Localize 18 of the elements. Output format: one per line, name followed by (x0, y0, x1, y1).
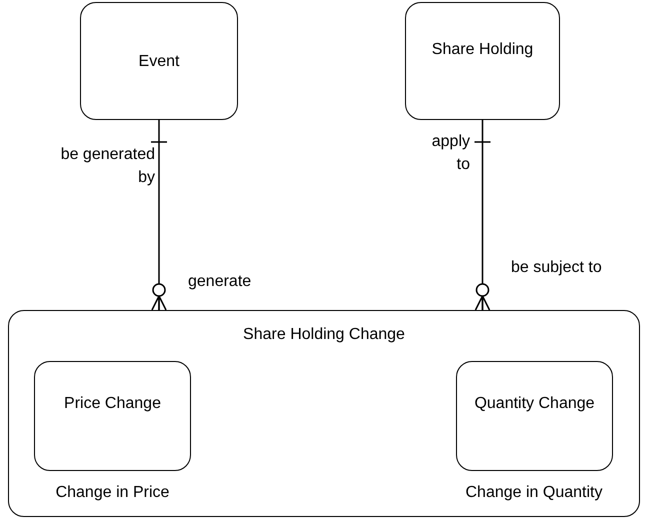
entity-subtype-box (456, 361, 613, 471)
role-label: apply to (430, 132, 470, 175)
role-label: generate (188, 272, 252, 292)
role-label: be generated by (60, 145, 155, 188)
entity-caption: Change in Price (54, 483, 170, 503)
entity-box (8, 310, 640, 517)
entity-caption: Change in Quantity (464, 483, 604, 503)
entity-name: Quantity Change (473, 394, 596, 414)
role-label: be subject to (511, 258, 603, 278)
entity-box (405, 2, 560, 120)
relationship-line (474, 120, 492, 311)
entity-subtype-box (34, 361, 191, 471)
entity-box (80, 2, 238, 120)
entity-name: Event (138, 52, 180, 72)
relationship-line (150, 120, 168, 311)
entity-name: Price Change (63, 394, 162, 414)
entity-name: Share Holding Change (242, 325, 406, 345)
entity-name: Share Holding (430, 40, 534, 60)
